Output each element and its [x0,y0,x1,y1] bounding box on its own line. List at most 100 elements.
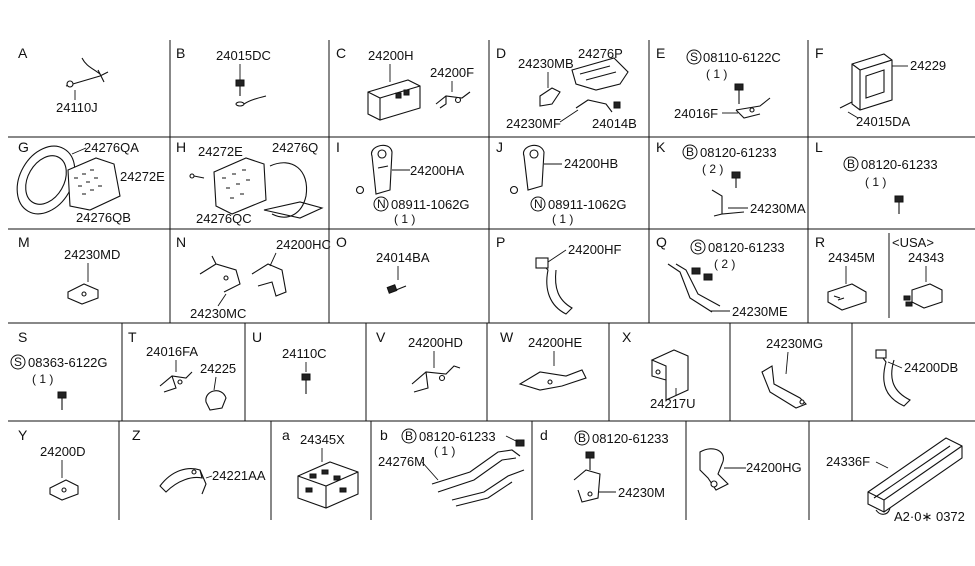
part-label: 24200HC [276,237,331,252]
ref-qty: ( 1 ) [434,444,455,458]
ref-prefix: B [578,431,586,445]
ref-number: 08363-6122G [28,355,108,370]
part-label: 24272E [198,144,243,159]
n-ref-icon [530,196,546,212]
cell-letter-d: D [496,45,506,61]
ref-prefix: B [847,157,855,171]
part-label: 24272E [120,169,165,184]
bracket-assembly-icon [667,263,721,313]
relay-icon [827,283,867,311]
part-label: 24276P [578,46,623,61]
part-label: 24016FA [146,344,198,359]
part-label: 24200HB [564,156,618,171]
ref-number: 08911-1062G [391,197,470,212]
cell-letter-s: S [18,329,27,345]
b-ref-icon [843,156,859,172]
bolt-icon [301,373,311,394]
clip-icon [411,365,461,393]
part-label: 24015DA [856,114,911,129]
part-label: 24345X [300,432,345,447]
bolt-icon [894,195,904,214]
footer-code: A2·0∗ 0372 [894,509,965,524]
clamp-icon [355,144,393,195]
bracket-icon [761,365,807,409]
ref-prefix: N [534,197,543,211]
part-label: 24200HG [746,460,802,475]
part-label: 24200D [40,444,86,459]
part-label: 24276QA [84,140,139,155]
bracket-assembly-icon [431,435,525,507]
ref-qty: ( 1 ) [32,372,53,386]
cell-letter-f: F [815,45,824,61]
part-label: 24345M [828,250,875,265]
cover-pad-icon [189,157,324,219]
cell-letter-b: B [176,45,185,61]
ref-number: 08120-61233 [861,157,938,172]
b-ref-icon [574,430,590,446]
part-label: 24200DB [904,360,958,375]
ref-qty: ( 1 ) [552,212,573,226]
cell-letter-u: U [252,329,262,345]
part-label: 24230MG [766,336,823,351]
clip-icon [435,91,471,109]
part-label: 24110J [56,100,98,115]
screw-icon [386,284,407,294]
part-label: 24014BA [376,250,430,265]
bracket-assembly-icon [539,57,629,113]
ref-number: 08911-1062G [548,197,627,212]
bolt-bracket-icon [573,451,601,503]
cell-letter-j: J [496,139,503,155]
cell-letter-n: N [176,234,186,250]
relay-bracket-icon [839,53,893,111]
part-label: 24200HA [410,163,465,178]
cell-letter-o: O [336,234,347,250]
relay-block-icon [297,461,359,509]
part-label: 24014B [592,116,637,131]
cell-letter-g: G [18,139,29,155]
part-label: 24276M [378,454,425,469]
bracket-icon [67,283,99,305]
bolt-icon [65,57,109,88]
ref-qty: ( 1 ) [706,67,727,81]
part-label: 24230M [618,485,665,500]
part-label: 24200H [368,48,414,63]
bolt-icon [57,391,67,410]
bracket-pair-icon [199,255,287,297]
part-label: 24230MA [750,201,806,216]
part-label: 24200HE [528,335,583,350]
relay-icon [903,283,943,309]
ref-number: 08120-61233 [419,429,496,444]
cell-letter-m: M [18,234,30,250]
band-clamp-icon [535,257,573,315]
cell-letter-k: K [656,139,666,155]
ref-prefix: B [405,429,413,443]
region-label: <USA> [892,235,934,250]
n-ref-icon [373,196,389,212]
b-ref-icon [682,144,698,160]
part-label: 24225 [200,361,236,376]
protector-channel-icon [867,437,963,515]
screw-icon [235,79,267,107]
part-label: 24276Q [272,140,318,155]
part-label: 24200F [430,65,474,80]
bolt-bracket-icon [711,171,745,217]
part-label: 24200HD [408,335,463,350]
cell-letter-y: Y [18,427,28,443]
cell-letter-b-lower: b [380,427,388,443]
ref-qty: ( 1 ) [394,212,415,226]
ref-qty: ( 1 ) [865,175,886,189]
ref-number: 08120-61233 [708,240,785,255]
band-clamp-icon [875,349,911,407]
bolt-bracket-icon [734,83,771,119]
s-ref-icon [686,49,702,65]
b-ref-icon [401,428,417,444]
part-label: 24230ME [732,304,788,319]
bracket-icon [650,349,689,401]
s-ref-icon [10,354,26,370]
cell-letter-a-lower: a [282,427,290,443]
ref-prefix: S [694,240,702,254]
part-label: 24230MD [64,247,120,262]
ref-prefix: S [690,50,698,64]
cell-letter-c: C [336,45,346,61]
